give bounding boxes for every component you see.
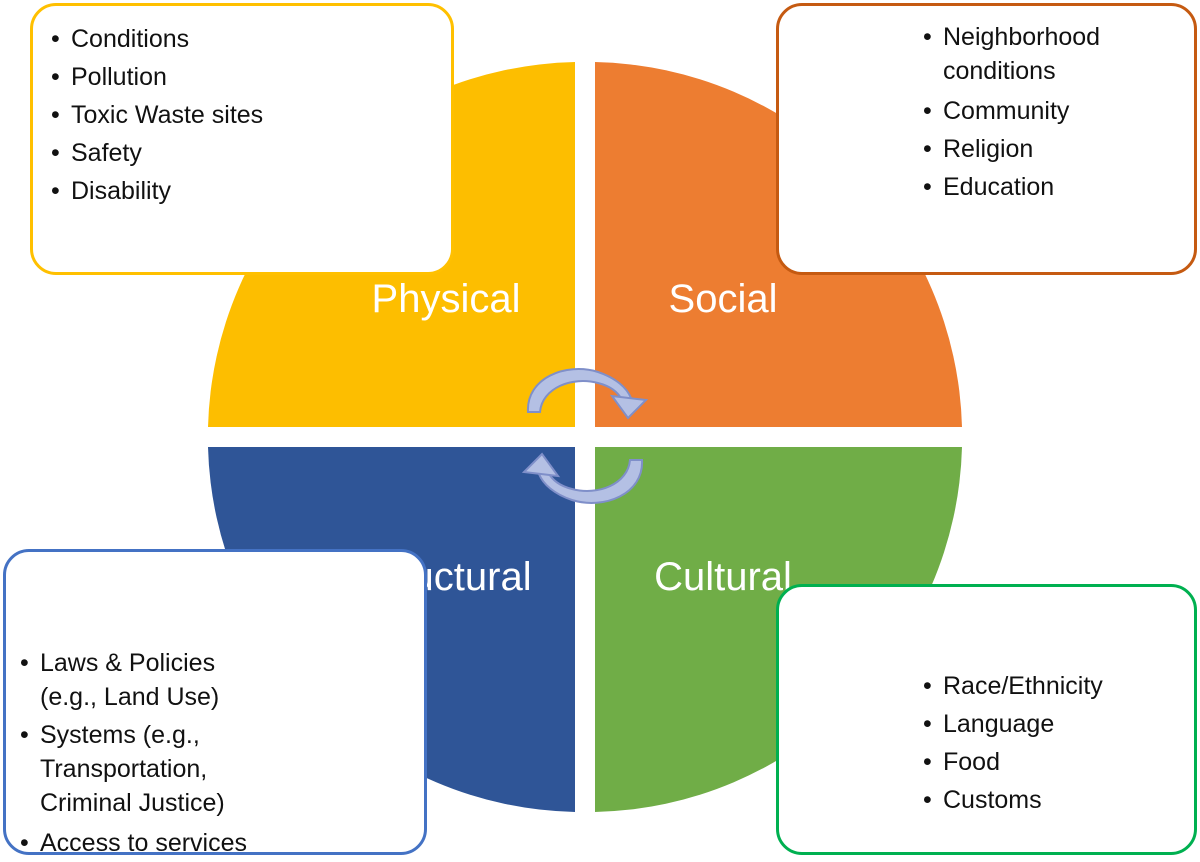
structural-factor-line: Criminal Justice) (40, 789, 225, 817)
cultural-factors-box: Race/EthnicityLanguageFoodCustoms (776, 584, 1197, 855)
cycle-arrows-icon (521, 368, 649, 504)
structural-factors-box: Laws & Policies (e.g., Land Use) Systems (… (3, 549, 427, 862)
social-factor-item: Education (923, 168, 1194, 206)
physical-factor-item: Safety (51, 134, 451, 172)
structural-factors-list: Laws & Policies (e.g., Land Use) Systems (… (20, 646, 424, 862)
physical-factors-box: ConditionsPollutionToxic Waste sitesSafe… (30, 3, 454, 275)
social-factor-item: Religion (923, 130, 1194, 168)
social-factor-item: Neighborhood conditions (923, 20, 1194, 88)
social-factor-line: conditions (943, 57, 1056, 85)
structural-factor-line: Laws & Policies (40, 649, 216, 677)
structural-factor-line: Systems (e.g., (40, 721, 200, 749)
physical-factor-item: Pollution (51, 58, 451, 96)
social-factor-item: Community (923, 92, 1194, 130)
structural-factor-item: Laws & Policies (e.g., Land Use) (20, 646, 424, 714)
cultural-factors-list: Race/EthnicityLanguageFoodCustoms (923, 667, 1194, 819)
social-factor-line: Neighborhood (943, 23, 1101, 51)
top-arrowhead (609, 394, 649, 420)
physical-factor-item: Disability (51, 172, 451, 210)
structural-factor-line: (e.g., Land Use) (40, 683, 220, 711)
physical-factors-list: ConditionsPollutionToxic Waste sitesSafe… (51, 20, 451, 210)
structural-factor-item: Systems (e.g., Transportation, Criminal Ju… (20, 718, 424, 820)
social-factors-box: Neighborhood conditionsCommunityReligionE… (776, 3, 1197, 275)
cultural-factor-item: Race/Ethnicity (923, 667, 1194, 705)
physical-factor-item: Conditions (51, 20, 451, 58)
physical-factor-item: Toxic Waste sites (51, 96, 451, 134)
cultural-factor-item: Food (923, 743, 1194, 781)
social-label: Social (669, 277, 778, 321)
social-factors-list: Neighborhood conditionsCommunityReligionE… (923, 20, 1194, 206)
cultural-factor-item: Customs (923, 781, 1194, 819)
cultural-label: Cultural (654, 555, 792, 599)
physical-label: Physical (372, 277, 521, 321)
cultural-factor-item: Language (923, 705, 1194, 743)
structural-factor-item: Access to services (20, 824, 424, 862)
structural-factor-line: Transportation, (40, 755, 208, 783)
bottom-arrowhead (521, 452, 561, 478)
